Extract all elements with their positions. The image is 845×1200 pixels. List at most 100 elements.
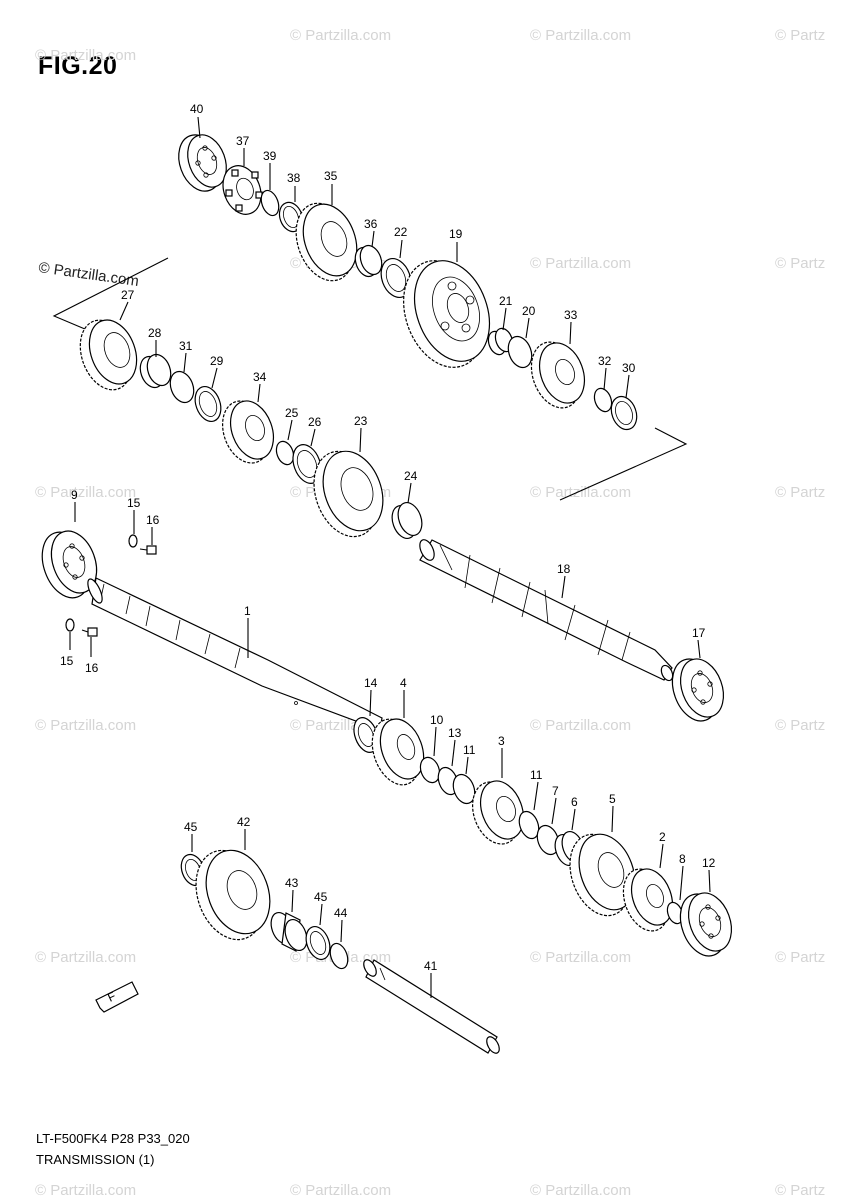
watermark: © Partz xyxy=(775,255,825,272)
callout-31: 31 xyxy=(179,339,193,353)
washer-32 xyxy=(593,387,613,413)
watermark: © Partz xyxy=(775,949,825,966)
collar-36 xyxy=(354,244,383,278)
front-direction-arrow-icon: F xyxy=(95,981,139,1013)
callout-27: 27 xyxy=(121,288,135,302)
bolt-16-upper xyxy=(139,545,157,555)
callout-labels: 40 37 39 38 35 36 22 19 21 20 33 32 30 2… xyxy=(60,102,716,973)
gear-2 xyxy=(622,868,674,932)
callout-12: 12 xyxy=(702,856,716,870)
watermark: © Partzilla.com xyxy=(530,1182,631,1199)
callout-17: 17 xyxy=(692,626,706,640)
callout-41: 41 xyxy=(424,959,438,973)
washer-39 xyxy=(260,189,280,217)
circlip-11-lower xyxy=(518,810,540,840)
gear-3 xyxy=(472,780,525,845)
watermark: © Partzilla.com xyxy=(530,949,631,966)
hub-37 xyxy=(222,165,263,215)
bolt-16-lower xyxy=(81,627,98,637)
bearing-40 xyxy=(178,134,227,192)
bush-28 xyxy=(139,353,172,389)
washer-26 xyxy=(292,444,322,484)
watermark: © Partzilla.com xyxy=(35,484,136,501)
callout-26: 26 xyxy=(308,415,322,429)
callout-43: 43 xyxy=(285,876,299,890)
washer-30 xyxy=(610,395,638,431)
callout-14: 14 xyxy=(364,676,378,690)
gear-4 xyxy=(371,718,425,786)
gear-23 xyxy=(313,450,384,538)
callout-45-left: 45 xyxy=(184,820,198,834)
callout-40: 40 xyxy=(190,102,204,116)
watermark: © Partzilla.com xyxy=(530,484,631,501)
bush-24 xyxy=(391,501,423,540)
bush-43 xyxy=(270,911,308,952)
diagram-code: LT-F500FK4 P28 P33_020 xyxy=(36,1131,190,1146)
middle-gear-group xyxy=(79,319,423,540)
callout-15-upper: 15 xyxy=(127,496,141,510)
callout-16-lower: 16 xyxy=(85,661,99,675)
upper-gear-group xyxy=(178,134,638,431)
watermark: © Partzilla.com xyxy=(290,1182,391,1199)
callout-7: 7 xyxy=(552,784,559,798)
callout-44: 44 xyxy=(334,906,348,920)
callout-11-upper: 11 xyxy=(463,743,476,757)
callout-23: 23 xyxy=(354,414,368,428)
watermark: © Partz xyxy=(775,484,825,501)
circlip-11-upper xyxy=(452,773,476,805)
bearing-17 xyxy=(671,658,725,722)
callout-34: 34 xyxy=(253,370,267,384)
diagram-caption: TRANSMISSION (1) xyxy=(36,1152,155,1167)
callout-39: 39 xyxy=(263,149,277,163)
bearing-12 xyxy=(679,892,733,957)
gear-19 xyxy=(403,260,490,368)
callout-42: 42 xyxy=(237,815,251,829)
callout-5: 5 xyxy=(609,792,616,806)
washer-15-upper xyxy=(128,534,138,548)
washer-20 xyxy=(507,335,533,369)
watermark: © Partz xyxy=(775,1182,825,1199)
washer-29 xyxy=(194,385,222,423)
callout-11-lower: 11 xyxy=(530,768,543,782)
watermark: © Partz xyxy=(775,717,825,734)
callout-24: 24 xyxy=(404,469,418,483)
callout-35: 35 xyxy=(324,169,338,183)
callout-36: 36 xyxy=(364,217,378,231)
callout-25: 25 xyxy=(285,406,299,420)
callout-33: 33 xyxy=(564,308,578,322)
washer-22 xyxy=(380,258,412,298)
watermark: © Partzilla.com xyxy=(35,949,136,966)
mainshaft-gear-group xyxy=(353,717,733,957)
callout-13: 13 xyxy=(448,726,462,740)
washer-15-lower xyxy=(65,618,75,632)
callout-1: 1 xyxy=(244,604,251,618)
callout-28: 28 xyxy=(148,326,162,340)
callout-32: 32 xyxy=(598,354,612,368)
callout-6: 6 xyxy=(571,795,578,809)
watermark: © Partzilla.com xyxy=(35,1182,136,1199)
callout-18: 18 xyxy=(557,562,571,576)
callout-16-upper: 16 xyxy=(146,513,160,527)
watermark: © Partz xyxy=(775,27,825,44)
shaft-41 xyxy=(363,959,500,1054)
callout-2: 2 xyxy=(659,830,666,844)
bearing-9 xyxy=(41,530,98,599)
assembly-bracket xyxy=(52,257,688,501)
washer-25 xyxy=(275,440,295,466)
callout-10: 10 xyxy=(430,713,444,727)
gear-27 xyxy=(79,319,138,391)
watermark: © Partzilla.com xyxy=(290,27,391,44)
callout-30: 30 xyxy=(622,361,636,375)
watermark: © Partzilla.com xyxy=(35,717,136,734)
callout-37: 37 xyxy=(236,134,250,148)
countershaft-18 xyxy=(419,539,674,682)
callout-9: 9 xyxy=(71,488,78,502)
callout-19: 19 xyxy=(449,227,463,241)
lower-gear-group xyxy=(180,849,500,1054)
watermark-overlay: © Partzilla.com xyxy=(37,259,139,290)
watermark: © Partzilla.com xyxy=(530,255,631,272)
watermark: © Partzilla.com xyxy=(35,47,136,64)
callout-15-lower: 15 xyxy=(60,654,74,668)
watermark: © Partzilla.com xyxy=(530,717,631,734)
